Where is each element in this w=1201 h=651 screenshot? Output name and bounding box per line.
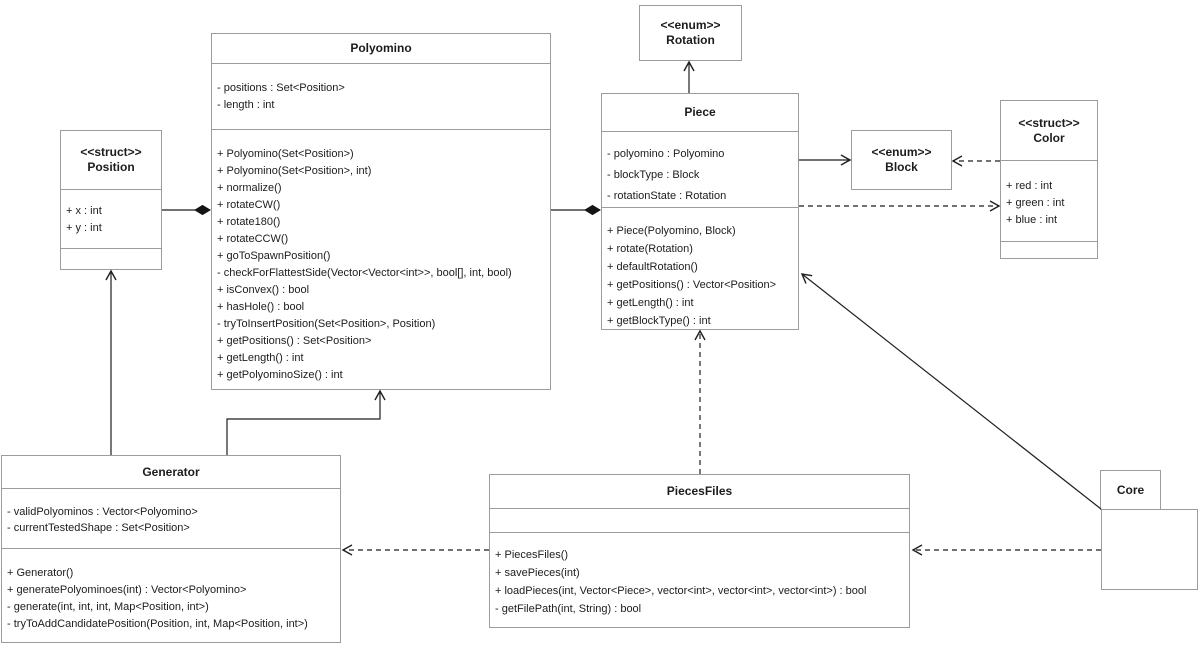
class-color-stereotype: <<struct>>	[1018, 115, 1080, 130]
method: + PiecesFiles()	[495, 549, 569, 561]
method: + rotateCCW()	[217, 233, 289, 245]
method: + getLength() : int	[217, 352, 304, 364]
class-block-title: <<enum>> Block	[852, 131, 951, 189]
class-piecesfiles[interactable]: PiecesFiles + PiecesFiles() + savePieces…	[489, 474, 910, 628]
method: + rotateCW()	[217, 199, 281, 211]
class-piece-methods: + Piece(Polyomino, Block) + rotate(Rotat…	[602, 208, 798, 330]
method: + hasHole() : bool	[217, 301, 305, 313]
class-piecesfiles-attributes	[490, 509, 909, 533]
method: + savePieces(int)	[495, 567, 580, 579]
class-polyomino-methods: + Polyomino(Set<Position>) + Polyomino(S…	[212, 130, 550, 389]
attribute: - blockType : Block	[607, 169, 700, 181]
class-polyomino-name: Polyomino	[350, 41, 412, 55]
attribute: + y : int	[66, 222, 102, 234]
class-generator-methods: + Generator() + generatePolyominoes(int)…	[2, 549, 340, 642]
class-color-name: Color	[1033, 130, 1065, 145]
method: + Piece(Polyomino, Block)	[607, 225, 736, 237]
attribute: - positions : Set<Position>	[217, 82, 345, 94]
class-color-attributes: + red : int + green : int + blue : int	[1001, 161, 1097, 242]
method: + generatePolyominoes(int) : Vector<Poly…	[7, 584, 247, 596]
method: + Generator()	[7, 567, 74, 579]
class-block-name: Block	[885, 160, 918, 174]
attribute: + x : int	[66, 205, 102, 217]
method: - tryToAddCandidatePosition(Position, in…	[7, 618, 308, 630]
class-position[interactable]: <<struct>> Position + x : int + y : int	[60, 130, 162, 270]
package-core-tab[interactable]: Core	[1100, 470, 1161, 510]
attribute: + red : int	[1006, 180, 1053, 192]
class-piecesfiles-methods: + PiecesFiles() + savePieces(int) + load…	[490, 533, 909, 627]
class-position-attributes: + x : int + y : int	[61, 190, 161, 249]
class-polyomino-title: Polyomino	[212, 34, 550, 64]
class-rotation[interactable]: <<enum>> Rotation	[639, 5, 742, 61]
class-rotation-name: Rotation	[666, 33, 715, 47]
method: + getBlockType() : int	[607, 315, 711, 327]
attribute: + green : int	[1006, 197, 1065, 209]
class-piecesfiles-name: PiecesFiles	[666, 484, 733, 498]
attribute: - rotationState : Rotation	[607, 190, 727, 202]
method: + loadPieces(int, Vector<Piece>, vector<…	[495, 585, 867, 597]
method: - checkForFlattestSide(Vector<Vector<int…	[217, 267, 512, 279]
package-core-body[interactable]	[1101, 509, 1198, 590]
attribute: - validPolyominos : Vector<Polyomino>	[7, 506, 198, 518]
attribute: + blue : int	[1006, 214, 1058, 226]
class-piece-title: Piece	[602, 94, 798, 132]
attribute: - currentTestedShape : Set<Position>	[7, 522, 190, 534]
class-color-title: <<struct>> Color	[1001, 101, 1097, 161]
class-polyomino-attributes: - positions : Set<Position> - length : i…	[212, 64, 550, 130]
method: + normalize()	[217, 182, 282, 194]
method: + isConvex() : bool	[217, 284, 310, 296]
class-position-stereotype: <<struct>>	[80, 145, 142, 159]
class-rotation-title: <<enum>> Rotation	[640, 6, 741, 60]
class-block-stereotype: <<enum>>	[871, 145, 932, 159]
method: + defaultRotation()	[607, 261, 698, 273]
method: - generate(int, int, int, Map<Position, …	[7, 601, 209, 613]
method: + rotate180()	[217, 216, 281, 228]
method: + getPositions() : Set<Position>	[217, 335, 372, 347]
class-generator-attributes: - validPolyominos : Vector<Polyomino> - …	[2, 489, 340, 549]
class-generator-name: Generator	[142, 464, 200, 479]
attribute: - length : int	[217, 99, 275, 111]
class-block[interactable]: <<enum>> Block	[851, 130, 952, 190]
package-core-name: Core	[1116, 483, 1145, 497]
class-piece[interactable]: Piece - polyomino : Polyomino - blockTyp…	[601, 93, 799, 330]
class-rotation-stereotype: <<enum>>	[660, 18, 721, 32]
class-position-methods	[61, 249, 161, 269]
class-piece-name: Piece	[684, 105, 716, 119]
method: + Polyomino(Set<Position>, int)	[217, 165, 372, 177]
class-generator-title: Generator	[2, 456, 340, 489]
method: + rotate(Rotation)	[607, 243, 693, 255]
class-color[interactable]: <<struct>> Color + red : int + green : i…	[1000, 100, 1098, 259]
method: + getPositions() : Vector<Position>	[607, 279, 777, 291]
method: + getLength() : int	[607, 297, 694, 309]
class-generator[interactable]: Generator - validPolyominos : Vector<Pol…	[1, 455, 341, 643]
attribute: - polyomino : Polyomino	[607, 148, 725, 160]
class-position-name: Position	[87, 160, 135, 174]
class-color-methods	[1001, 242, 1097, 258]
method: - getFilePath(int, String) : bool	[495, 603, 642, 615]
edge-generator-to-polyomino	[226, 389, 386, 455]
class-polyomino[interactable]: Polyomino - positions : Set<Position> - …	[211, 33, 551, 390]
class-piece-attributes: - polyomino : Polyomino - blockType : Bl…	[602, 132, 798, 208]
class-position-title: <<struct>> Position	[61, 131, 161, 190]
method: + Polyomino(Set<Position>)	[217, 148, 354, 160]
method: - tryToInsertPosition(Set<Position>, Pos…	[217, 318, 436, 330]
method: + goToSpawnPosition()	[217, 250, 331, 262]
method: + getPolyominoSize() : int	[217, 369, 343, 381]
class-piecesfiles-title: PiecesFiles	[490, 475, 909, 509]
